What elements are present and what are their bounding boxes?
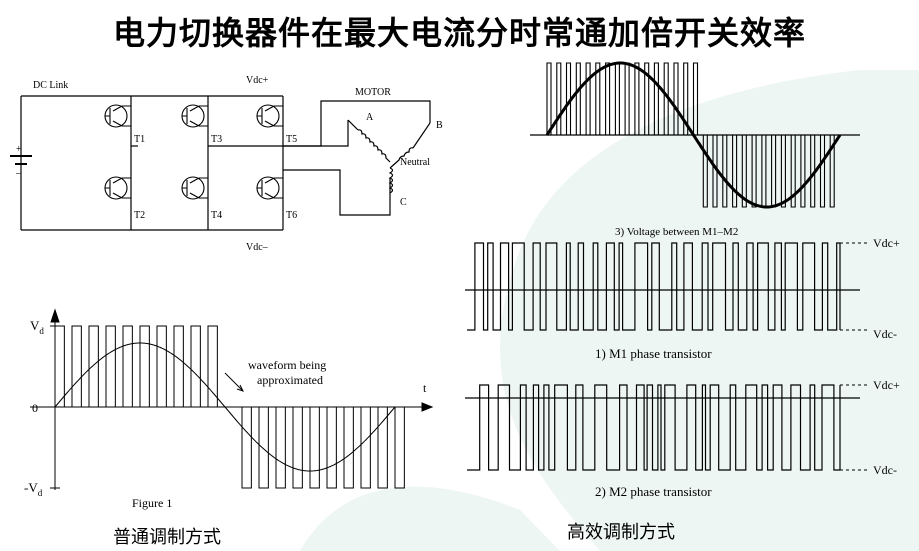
m1-vdc-minus: Vdc-	[873, 327, 897, 341]
transistor-t6: T6	[286, 210, 297, 221]
phase-b-label: B	[436, 120, 443, 131]
annotation-line-1: waveform being	[248, 358, 326, 372]
figure-label: Figure 1	[132, 496, 172, 510]
vd-label: Vd	[30, 318, 44, 336]
ordinary-reference-sine	[54, 342, 396, 472]
ordinary-modulation-plot: Vd 0 -Vd t waveform being approximated F…	[24, 308, 434, 510]
transistor-t1: T1	[134, 134, 145, 145]
efficient-modulation-plots: 3) Voltage between M1–M2 1) M1 phase tra…	[465, 61, 900, 499]
t-axis-label: t	[423, 381, 427, 395]
ordinary-pwm-pulses	[54, 325, 405, 489]
phase-a-label: A	[366, 112, 374, 123]
m1-label: 1) M1 phase transistor	[595, 346, 712, 361]
page-title: 电力切换器件在最大电流分时常通加倍开关效率	[112, 14, 806, 52]
m2-pwm-pulses	[467, 384, 841, 471]
m2-label: 2) M2 phase transistor	[595, 484, 712, 499]
voltage-label: 3) Voltage between M1–M2	[615, 226, 738, 238]
battery-minus: –	[15, 168, 22, 179]
phase-c-label: C	[400, 197, 407, 208]
battery-plus: +	[16, 144, 22, 155]
zero-label: 0	[32, 401, 38, 415]
transistor-t3: T3	[211, 134, 222, 145]
motor-label: MOTOR	[355, 87, 391, 98]
annotation-line-2: approximated	[257, 373, 323, 387]
efficient-caption: 高效调制方式	[567, 522, 675, 543]
vdc-minus-label: Vdc–	[246, 242, 269, 253]
ordinary-caption: 普通调制方式	[113, 527, 221, 548]
voltage-fundamental-sine	[545, 61, 842, 209]
m1-vdc-plus: Vdc+	[873, 236, 900, 250]
transistor-t2: T2	[134, 210, 145, 221]
dc-link-label: DC Link	[33, 80, 68, 91]
inverter-schematic: DC Link Vdc+ Vdc– MOTOR A B C Neutral + …	[10, 75, 443, 253]
m1-pwm-pulses	[467, 242, 841, 331]
neg-vd-label: -Vd	[24, 480, 43, 498]
m2-vdc-plus: Vdc+	[873, 378, 900, 392]
vdc-plus-label: Vdc+	[246, 75, 269, 86]
neutral-label: Neutral	[400, 157, 430, 168]
transistor-t4: T4	[211, 210, 222, 221]
m2-vdc-minus: Vdc-	[873, 463, 897, 477]
transistor-t5: T5	[286, 134, 297, 145]
